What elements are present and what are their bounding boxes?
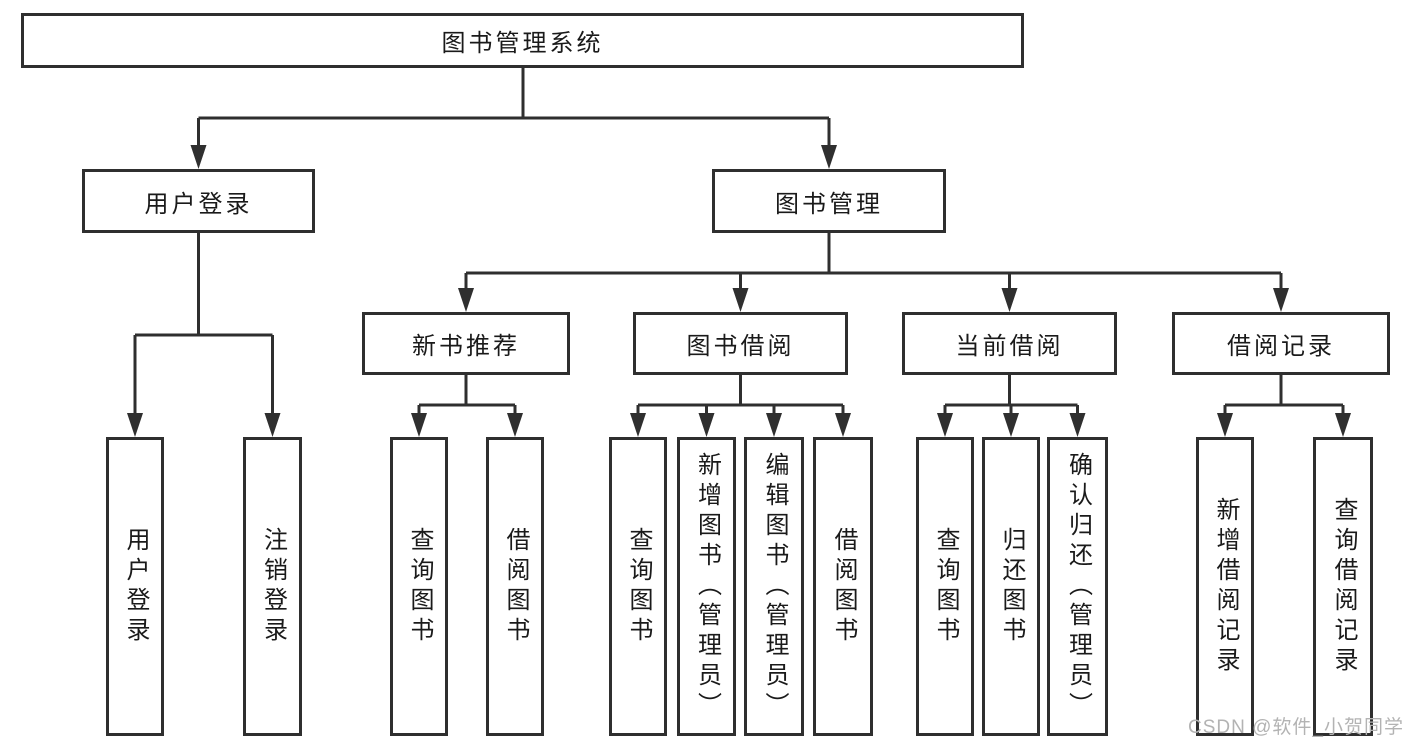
leaf-return-book: 归还图书	[982, 437, 1040, 736]
leaf-borrow-books-recommend: 借阅图书	[486, 437, 544, 736]
leaf-add-borrow-record: 新增借阅记录	[1196, 437, 1254, 736]
leaf-user-login: 用户登录	[106, 437, 164, 736]
node-user-login: 用户登录	[82, 169, 315, 233]
node-book-management: 图书管理	[712, 169, 946, 233]
node-current-borrow: 当前借阅	[902, 312, 1117, 375]
leaf-query-books-current: 查询图书	[916, 437, 974, 736]
leaf-borrow-books: 借阅图书	[813, 437, 873, 736]
leaf-logout: 注销登录	[243, 437, 302, 736]
csdn-watermark: CSDN @软件_小贺同学	[1188, 717, 1404, 738]
leaf-query-borrow-record: 查询借阅记录	[1313, 437, 1373, 736]
node-borrow-records: 借阅记录	[1172, 312, 1390, 375]
leaf-query-books-borrow: 查询图书	[609, 437, 667, 736]
leaf-edit-book-admin: 编辑图书（管理员）	[744, 437, 804, 736]
leaf-query-books-recommend: 查询图书	[390, 437, 448, 736]
node-new-book-recommend: 新书推荐	[362, 312, 570, 375]
leaf-confirm-return-admin: 确认归还（管理员）	[1047, 437, 1108, 736]
leaf-add-book-admin: 新增图书（管理员）	[677, 437, 736, 736]
node-library-system: 图书管理系统	[21, 13, 1024, 68]
arrowheads	[127, 145, 1351, 437]
node-book-borrow: 图书借阅	[633, 312, 848, 375]
